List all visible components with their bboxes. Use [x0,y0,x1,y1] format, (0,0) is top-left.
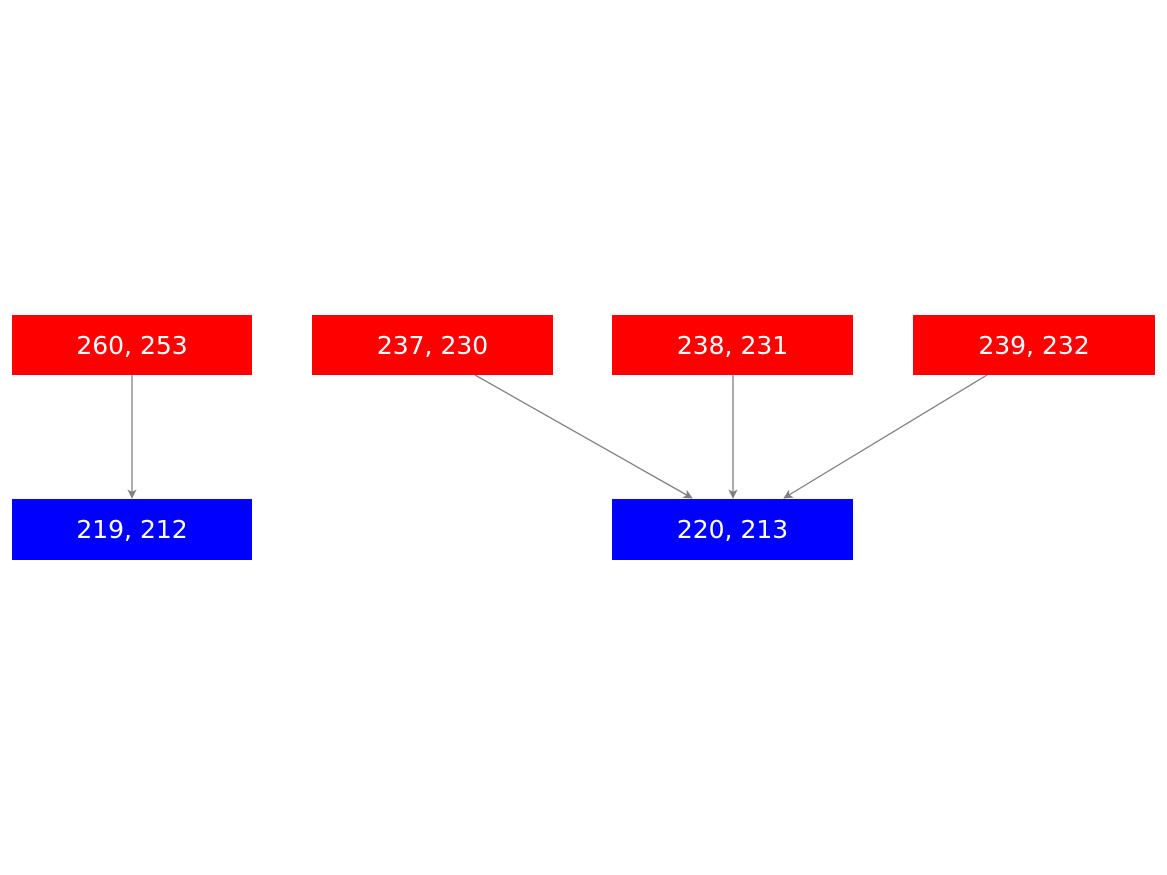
edge-group [127,374,988,499]
node-source-1[interactable]: 237, 230 [312,315,553,375]
edge-n3-to-n5 [783,374,988,499]
edge-n1-to-n5 [474,374,693,499]
node-source-0[interactable]: 260, 253 [12,315,252,375]
node-source-3[interactable]: 239, 232 [913,315,1155,375]
node-label: 219, 212 [76,515,188,544]
node-label: 237, 230 [376,330,489,360]
node-source-2[interactable]: 238, 231 [612,315,853,375]
node-label: 238, 231 [676,330,789,360]
node-target-1[interactable]: 220, 213 [612,499,853,560]
node-label: 260, 253 [76,330,188,360]
node-label: 220, 213 [676,515,789,544]
node-target-0[interactable]: 219, 212 [12,499,252,560]
node-label: 239, 232 [978,330,1090,360]
